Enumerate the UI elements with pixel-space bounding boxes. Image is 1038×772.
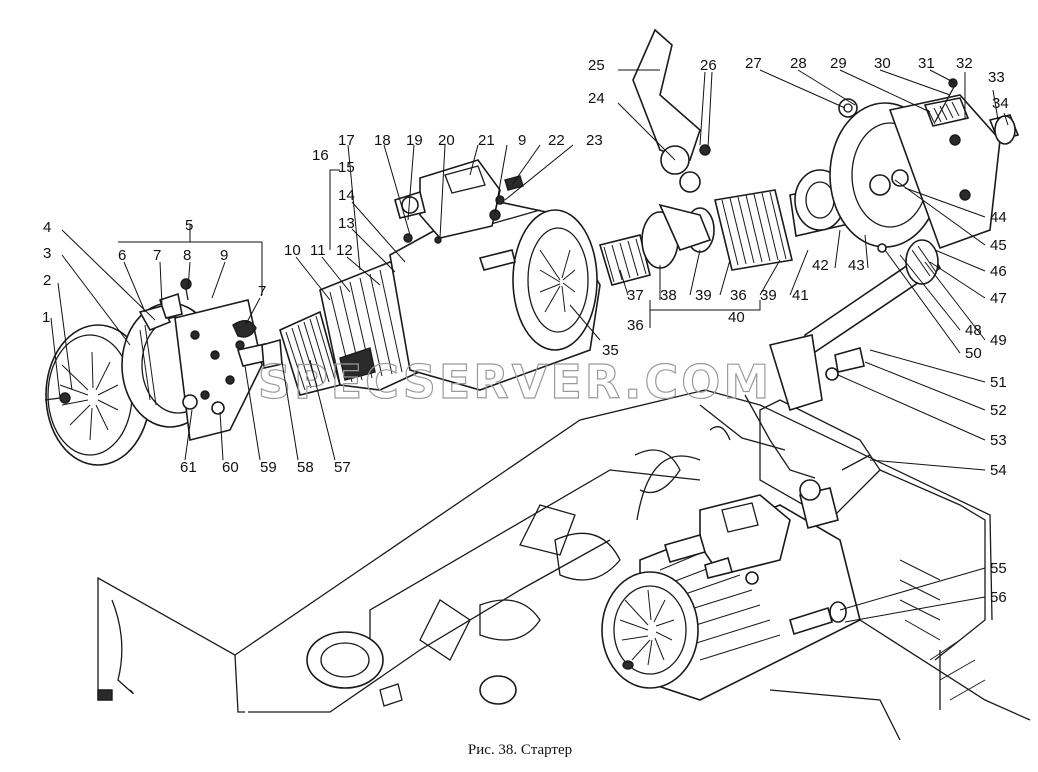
callout-2: 2	[43, 272, 51, 289]
callout-5: 5	[185, 217, 193, 234]
drive-assembly	[598, 28, 867, 286]
callout-21: 21	[478, 132, 495, 149]
callout-48: 48	[965, 322, 982, 339]
callout-17: 17	[338, 132, 355, 149]
callout-31: 31	[918, 55, 935, 72]
shaft-and-gasket	[768, 239, 942, 412]
callout-57: 57	[334, 459, 351, 476]
callout-38: 38	[660, 287, 677, 304]
callout-33: 33	[988, 69, 1005, 86]
callout-14: 14	[338, 187, 355, 204]
callout-52: 52	[990, 402, 1007, 419]
callout-54: 54	[990, 462, 1007, 479]
assembled-starter	[601, 394, 861, 701]
leader-lines	[50, 69, 1009, 623]
callout-20: 20	[438, 132, 455, 149]
callout-26: 26	[700, 57, 717, 74]
callout-37: 37	[627, 287, 644, 304]
rear-cover-group	[44, 278, 272, 466]
callout-4: 4	[43, 219, 51, 236]
callout-7b: 7	[258, 283, 266, 300]
callout-47: 47	[990, 290, 1007, 307]
figure-caption: Рис. 38. Стартер	[468, 742, 572, 758]
callout-22: 22	[548, 132, 565, 149]
callout-15: 15	[338, 159, 355, 176]
callout-36b: 36	[730, 287, 747, 304]
callout-61: 61	[180, 459, 197, 476]
callout-6: 6	[118, 247, 126, 264]
callout-53: 53	[990, 432, 1007, 449]
callout-32: 32	[956, 55, 973, 72]
callout-55: 55	[990, 560, 1007, 577]
callout-34: 34	[992, 95, 1009, 112]
callout-8: 8	[183, 247, 191, 264]
callout-1: 1	[42, 309, 50, 326]
front-cover	[829, 78, 1020, 250]
callout-40: 40	[728, 309, 745, 326]
callout-59: 59	[260, 459, 277, 476]
callout-12: 12	[336, 242, 353, 259]
callout-49: 49	[990, 332, 1007, 349]
callout-45: 45	[990, 237, 1007, 254]
callout-60: 60	[222, 459, 239, 476]
callout-23: 23	[586, 132, 603, 149]
callout-56: 56	[990, 589, 1007, 606]
watermark: SPECSERVER.COM	[258, 355, 772, 409]
callout-13: 13	[338, 215, 355, 232]
callout-30: 30	[874, 55, 891, 72]
callout-3: 3	[43, 245, 51, 262]
callout-41: 41	[792, 287, 809, 304]
callout-36: 36	[627, 317, 644, 334]
callout-35: 35	[602, 342, 619, 359]
callout-7: 7	[153, 247, 161, 264]
callout-19: 19	[406, 132, 423, 149]
callout-46: 46	[990, 263, 1007, 280]
callout-11: 11	[310, 242, 326, 259]
callout-58: 58	[297, 459, 314, 476]
callout-50: 50	[965, 345, 982, 362]
callout-42: 42	[812, 257, 829, 274]
callout-39b: 39	[760, 287, 777, 304]
callout-44: 44	[990, 209, 1007, 226]
callout-9b: 9	[518, 132, 526, 149]
callout-27: 27	[745, 55, 762, 72]
callout-labels: 1 2 3 4 5 6 7 8 9 7 10 11 12 13 14 15 16…	[42, 55, 1009, 606]
callout-39: 39	[695, 287, 712, 304]
callout-18: 18	[374, 132, 391, 149]
callout-25: 25	[588, 57, 605, 74]
callout-43: 43	[848, 257, 865, 274]
engine-block	[97, 389, 1031, 741]
callout-10: 10	[284, 242, 301, 259]
callout-28: 28	[790, 55, 807, 72]
callout-29: 29	[830, 55, 847, 72]
callout-24: 24	[588, 90, 605, 107]
callout-9: 9	[220, 247, 228, 264]
callout-51: 51	[990, 374, 1007, 391]
housing	[389, 159, 601, 391]
callout-16: 16	[312, 147, 329, 164]
